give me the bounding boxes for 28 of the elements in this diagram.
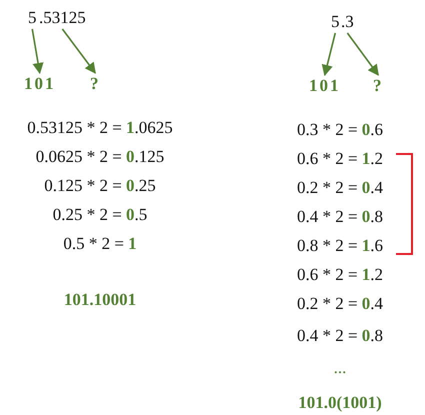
equation: 0.4 * 2 = 0.8	[296, 326, 384, 346]
equation: 0.25 * 2 = 0.5	[52, 205, 148, 225]
binary-digits: ?	[373, 76, 384, 96]
binary-result: 101.0(1001)	[298, 393, 382, 413]
binary-digits: 101	[24, 74, 56, 94]
arrow	[62, 28, 96, 74]
equation: 0.4 * 2 = 0.8	[296, 207, 384, 227]
binary-digits: ?	[90, 74, 100, 94]
binary-digits: 101	[309, 76, 340, 96]
decimal-part: .53125	[39, 8, 86, 28]
ellipsis: ...	[334, 358, 346, 378]
binary-result: 101.10001	[64, 290, 136, 310]
equation: 0.2 * 2 = 0.4	[296, 294, 384, 314]
equation: 0.6 * 2 = 1.2	[296, 149, 384, 169]
equation: 0.3 * 2 = 0.6	[296, 120, 384, 140]
equation: 0.2 * 2 = 0.4	[296, 178, 384, 198]
equation: 0.6 * 2 = 1.2	[296, 265, 384, 285]
arrow	[346, 32, 379, 76]
equation: 0.125 * 2 = 0.25	[44, 176, 156, 196]
arrow	[31, 28, 44, 74]
equation: 0.53125 * 2 = 1.0625	[27, 118, 173, 138]
equation: 0.5 * 2 = 1	[63, 234, 137, 254]
arrow	[322, 32, 336, 76]
equation: 0.8 * 2 = 1.6	[296, 236, 384, 256]
decimal-part: 5	[28, 8, 36, 28]
decimal-part: 5	[331, 12, 340, 32]
equation: 0.0625 * 2 = 0.125	[36, 147, 164, 167]
decimal-part: .3	[341, 12, 354, 32]
